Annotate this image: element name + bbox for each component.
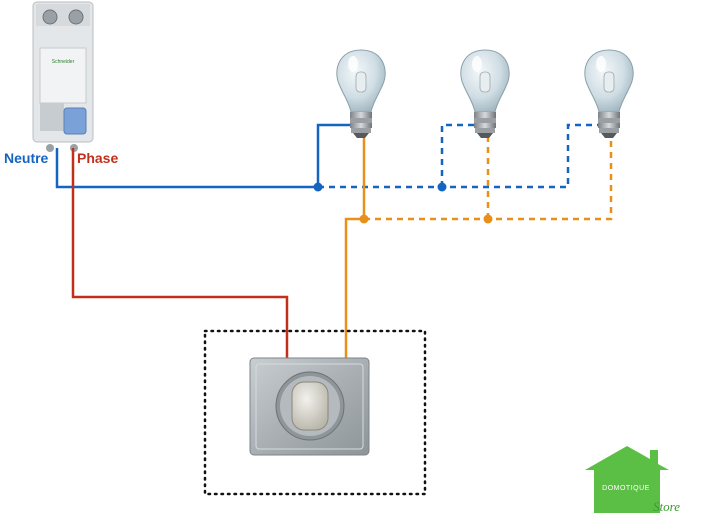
neutral-label: Neutre (4, 150, 49, 166)
return-wire-extension (364, 138, 613, 221)
return-wire (344, 217, 364, 360)
phase-wire (71, 148, 289, 360)
wall-switch-icon (249, 357, 370, 456)
breaker-brand: Schneider (52, 59, 75, 65)
neutral-junction (437, 182, 447, 192)
phase-label: Phase (77, 150, 119, 166)
circuit-breaker-icon: Schneider (32, 1, 94, 152)
logo-store-text: Store (653, 499, 680, 514)
switch-box-outline (203, 329, 427, 496)
light-bulb-icon (584, 49, 634, 139)
return-junction (483, 214, 493, 224)
neutral-junction (313, 182, 323, 192)
neutral-wire-bulb1 (316, 123, 350, 187)
neutral-wire-bulb2 (440, 123, 474, 187)
house-logo-icon (585, 446, 669, 513)
logo-text: DOMOTIQUE (602, 485, 650, 492)
neutral-wire (55, 148, 318, 189)
return-junction (359, 214, 369, 224)
